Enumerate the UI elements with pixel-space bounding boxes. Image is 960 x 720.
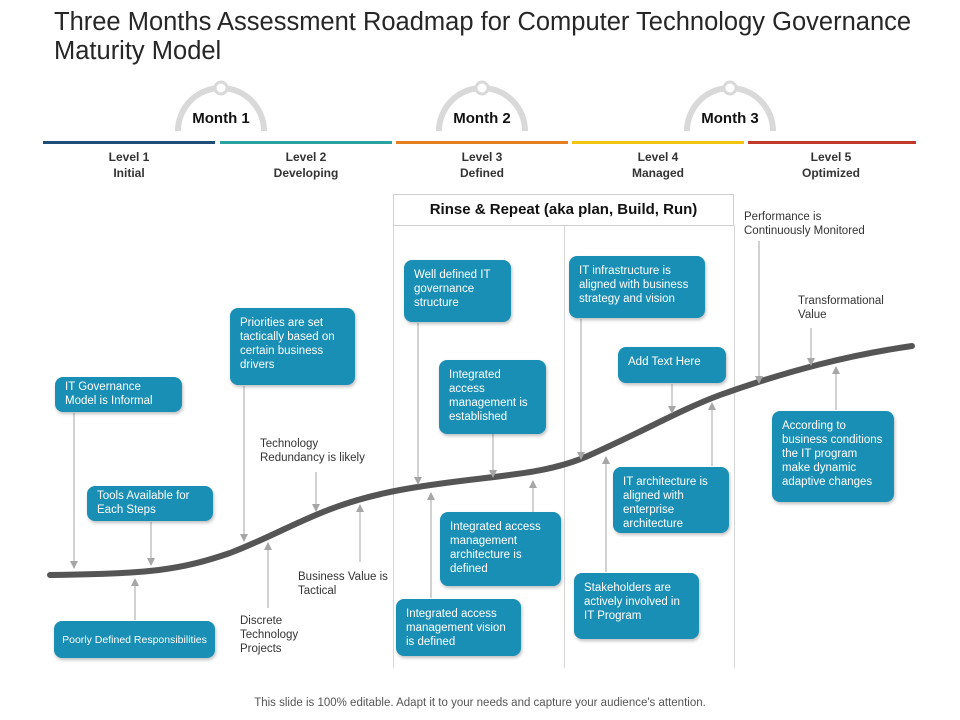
month-1-label: Month 1	[192, 110, 250, 127]
month-3-arch-icon	[684, 80, 776, 132]
month-2-arch-icon	[436, 80, 528, 132]
level-3-bar	[396, 141, 568, 144]
note-discrete: Discrete Technology Projects	[240, 615, 299, 655]
level-1-bar	[43, 141, 215, 144]
note-performance: Performance is Continuously Monitored	[744, 211, 865, 237]
section-divider-right	[734, 226, 735, 668]
callout-well-defined: Well defined IT governance structure	[404, 260, 511, 322]
level-2-bar	[220, 141, 392, 144]
month-3-label: Month 3	[701, 110, 759, 127]
callout-poorly-defined: Poorly Defined Responsibilities	[54, 621, 215, 658]
callout-stakeholders: Stakeholders are actively involved in IT…	[574, 573, 699, 639]
rinse-repeat-banner: Rinse & Repeat (aka plan, Build, Run)	[393, 194, 734, 226]
note-business-value: Business Value is Tactical	[298, 571, 388, 597]
note-tech-redundancy: Technology Redundancy is likely	[260, 438, 365, 464]
callout-architecture-aligned: IT architecture is aligned with enterpri…	[613, 467, 729, 533]
callout-priorities: Priorities are set tactically based on c…	[230, 308, 355, 385]
callout-according: According to business conditions the IT …	[772, 411, 894, 502]
callout-it-governance: IT Governance Model is Informal	[55, 377, 182, 412]
callout-add-text: Add Text Here	[618, 347, 726, 383]
slide-title: Three Months Assessment Roadmap for Comp…	[54, 8, 912, 65]
callout-integrated-established: Integrated access management is establis…	[439, 360, 546, 434]
callout-tools: Tools Available for Each Steps	[87, 486, 213, 521]
month-2-label: Month 2	[453, 110, 511, 127]
level-5-bar	[748, 141, 916, 144]
section-divider-middle	[564, 194, 565, 668]
month-1-arch-icon	[175, 80, 267, 132]
callout-integrated-architecture: Integrated access management architectur…	[440, 512, 561, 586]
note-transformational: Transformational Value	[798, 295, 884, 321]
level-4-bar	[572, 141, 744, 144]
callout-integrated-vision: Integrated access management vision is d…	[396, 599, 521, 656]
callout-infra-aligned: IT infrastructure is aligned with busine…	[569, 256, 705, 318]
footer-note: This slide is 100% editable. Adapt it to…	[254, 697, 706, 709]
section-divider-left	[393, 226, 394, 668]
